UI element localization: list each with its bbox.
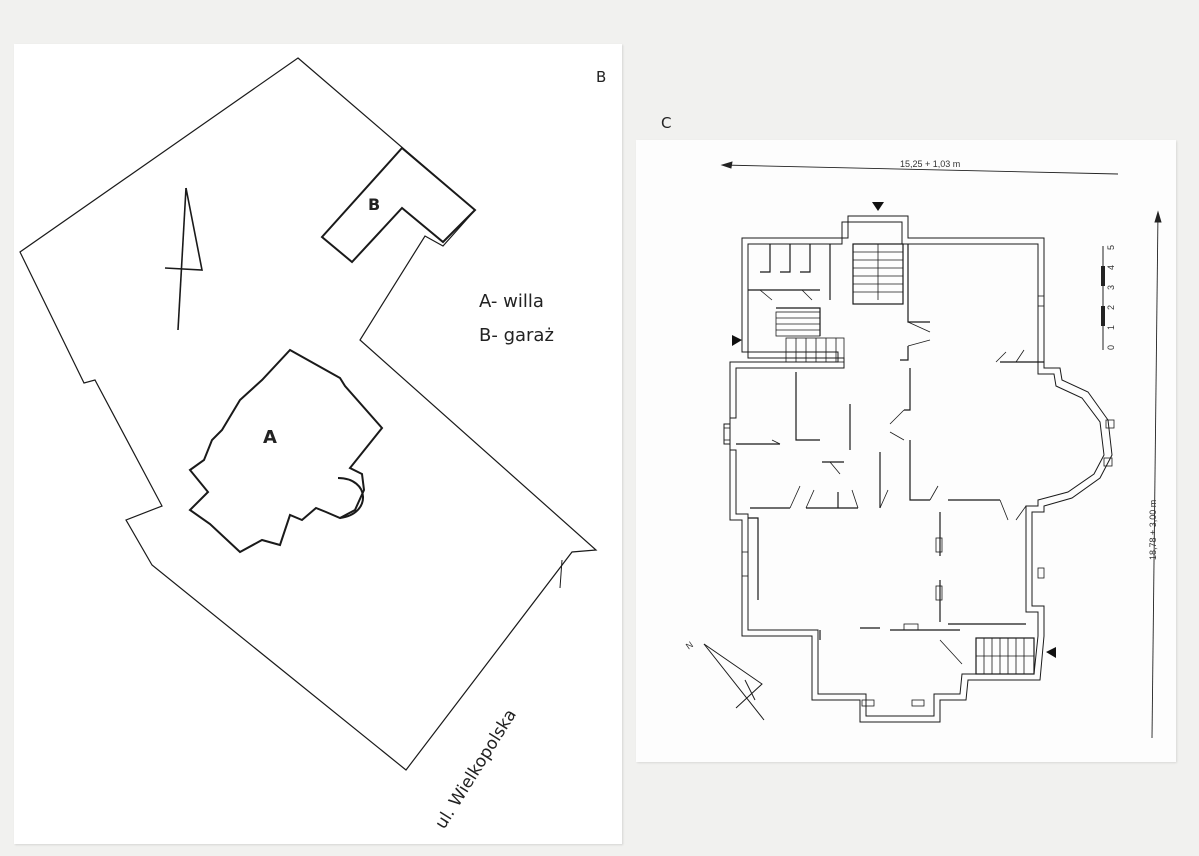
window-marks <box>723 295 1115 707</box>
sheet-letter-b: B <box>596 68 606 86</box>
villa-outline <box>188 348 384 554</box>
width-dimension-label: 15,25 + 1,03 m <box>900 159 960 169</box>
legend-garage: B- garaż <box>479 325 554 346</box>
interior-walls <box>736 243 1044 675</box>
entrance-marker-top <box>872 202 884 211</box>
exterior-walls <box>723 215 1113 723</box>
scale-bar: 0 1 2 3 4 5 <box>1101 245 1116 350</box>
villa-label: A <box>263 427 277 448</box>
scale-tick-2: 2 <box>1106 305 1116 310</box>
staircase-top <box>853 244 903 300</box>
staircase-bottom <box>976 638 1034 674</box>
scale-tick-4: 4 <box>1106 265 1116 270</box>
scale-tick-0: 0 <box>1106 345 1116 350</box>
plot-notch <box>559 559 563 589</box>
plot-boundary <box>19 57 598 771</box>
garage-outline <box>320 146 477 264</box>
scale-tick-1: 1 <box>1106 325 1116 330</box>
sheet-letter-c: C <box>661 114 671 132</box>
north-label: N <box>684 639 695 651</box>
north-arrow-icon <box>164 187 203 331</box>
scale-tick-5: 5 <box>1106 245 1116 250</box>
width-dimension-line <box>720 161 1119 175</box>
garage-label: B <box>368 195 380 214</box>
legend-villa: A- willa <box>479 291 544 312</box>
villa-bay-window <box>337 477 364 519</box>
height-dimension-label: 18,78 + 3,00 m <box>1148 500 1158 560</box>
site-plan-sheet <box>14 44 622 844</box>
height-dimension-line <box>1151 210 1162 739</box>
floor-plan-north-arrow-icon <box>703 643 765 721</box>
door-swings <box>759 289 1027 665</box>
entrance-marker-left <box>732 335 742 346</box>
scale-tick-3: 3 <box>1106 285 1116 290</box>
entrance-marker-right <box>1046 647 1056 658</box>
staircase-left <box>775 311 845 363</box>
